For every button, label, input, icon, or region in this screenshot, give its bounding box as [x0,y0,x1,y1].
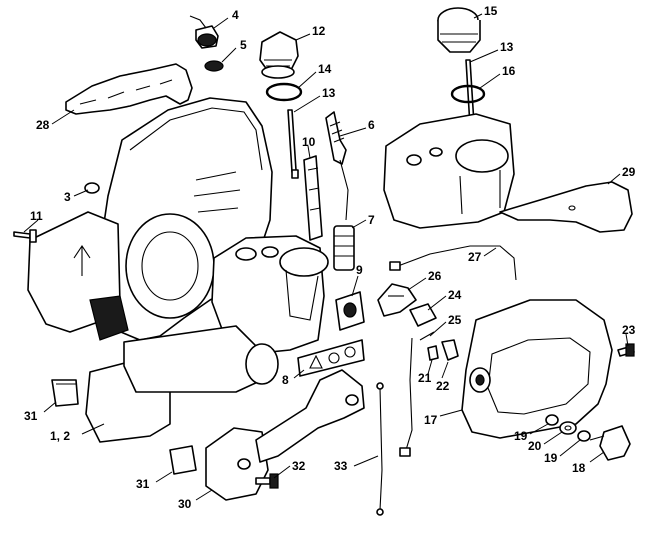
callout-5: 5 [240,38,247,52]
callout-11: 11 [30,209,43,223]
part-32-screw [255,473,279,489]
callout-17: 17 [424,413,438,427]
part-31-damper-right [169,445,197,475]
part-14-o-ring [265,82,303,102]
part-12-cap [259,31,299,79]
outlet-nozzle [85,325,279,443]
callout-14: 14 [318,62,332,76]
callout-15: 15 [484,4,498,18]
callout-13: 13 [322,86,336,100]
callout-23: 23 [622,323,636,337]
callout-21: 21 [418,371,432,385]
callout-30: 30 [178,497,192,511]
callout-4: 4 [232,8,239,22]
callout-16: 16 [502,64,516,78]
part-16-o-ring [450,84,486,104]
part-4-boot [189,15,219,49]
part-19-washer-bottom [577,430,591,442]
part-25-wiring [399,331,435,457]
callout-29: 29 [622,165,636,179]
part-11-screw [13,229,37,243]
fuel-tank-right [383,113,515,229]
callout-27: 27 [468,250,482,264]
part-13-bolt-left [287,109,299,179]
part-31-damper-left [51,379,79,407]
callout-12: 12 [312,24,326,38]
callout-26: 26 [428,269,442,283]
callout-18: 18 [572,461,586,475]
part-28-handle-cover [65,63,193,115]
intake-cover [27,211,129,341]
part-19-washer-top [545,414,559,426]
part-15-tank-cap [437,7,481,53]
part-7-fuel-filter [333,225,355,271]
callout-13b: 13 [500,40,514,54]
part-33-rod [376,382,384,516]
part-27-throttle-cable [389,245,517,281]
callout-9: 9 [356,263,363,277]
callout-24: 24 [448,288,462,302]
part-10-strip [303,155,323,241]
part-24-switch [409,303,437,327]
callout-7: 7 [368,213,375,227]
callout-32: 32 [292,459,306,473]
part-9-sticker [335,291,365,331]
part-29-handle-shell [499,181,633,233]
part-26-trigger [377,283,417,317]
part-23-screw [617,343,635,357]
part-3-grommet [84,182,100,194]
fuel-tank-body [211,235,329,355]
callout-6: 6 [368,118,375,132]
callout-28: 28 [36,118,50,132]
leader-lines [23,13,629,501]
part-20-washer [559,421,577,435]
part-6-fuel-assembly [325,111,349,221]
callout-3: 3 [64,190,71,204]
part-30-front-handle [205,369,365,501]
callout-31: 31 [24,409,38,423]
callout-1-2: 1, 2 [50,429,70,443]
callout-19: 19 [514,429,528,443]
part-8-warning-label [297,339,365,377]
part-17-rear-handle [461,299,613,439]
callout-19b: 19 [544,451,558,465]
callout-20: 20 [528,439,542,453]
part-18-lever [589,425,631,461]
callout-labels: 4 5 12 14 13 6 10 15 13 16 28 3 11 7 29 … [24,4,636,511]
callout-8: 8 [282,373,289,387]
callout-31b: 31 [136,477,150,491]
callout-33: 33 [334,459,348,473]
part-22-bracket [441,339,459,361]
part-5-grommet [204,60,224,72]
callout-10: 10 [302,135,316,149]
part-21-clip [427,345,439,361]
callout-22: 22 [436,379,450,393]
callout-25: 25 [448,313,462,327]
